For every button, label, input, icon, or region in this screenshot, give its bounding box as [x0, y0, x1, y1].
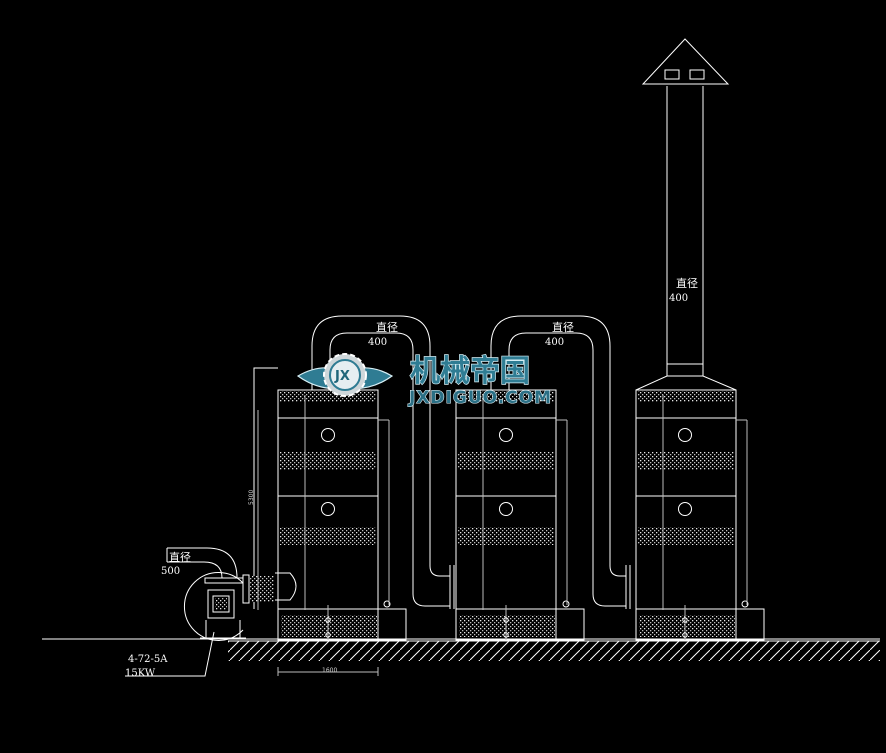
spray-tower-1 — [277, 389, 407, 641]
ground — [42, 638, 880, 661]
connecting-ducts — [253, 315, 748, 609]
tower1-diameter-value: 400 — [368, 337, 387, 348]
chimney-diameter-title: 直径 — [676, 276, 698, 290]
fan-duct-diameter-title: 直径 — [169, 550, 191, 564]
chimney-stack — [635, 38, 737, 391]
dimension-lines — [257, 410, 379, 676]
fan-model-label: 4-72-5A — [128, 654, 168, 665]
jxdiguo-watermark — [296, 353, 394, 397]
watermark-chinese: 机械帝国 — [410, 354, 530, 389]
fan-power-label: 15KW — [125, 668, 156, 679]
watermark-emblem: JX — [334, 369, 350, 384]
watermark-english: JXDIGUO.COM — [408, 388, 552, 408]
tower1-diameter-title: 直径 — [376, 320, 398, 334]
spray-tower-3 — [635, 389, 765, 641]
tower2-diameter-value: 400 — [545, 337, 564, 348]
centrifugal-fan — [125, 547, 297, 677]
width-dimension: 1600 — [322, 667, 337, 674]
chimney-diameter-value: 400 — [669, 293, 688, 304]
height-dimension: 5300 — [248, 490, 255, 505]
spray-tower-2 — [455, 389, 585, 641]
fan-duct-diameter-value: 500 — [161, 566, 180, 577]
tower2-diameter-title: 直径 — [552, 320, 574, 334]
